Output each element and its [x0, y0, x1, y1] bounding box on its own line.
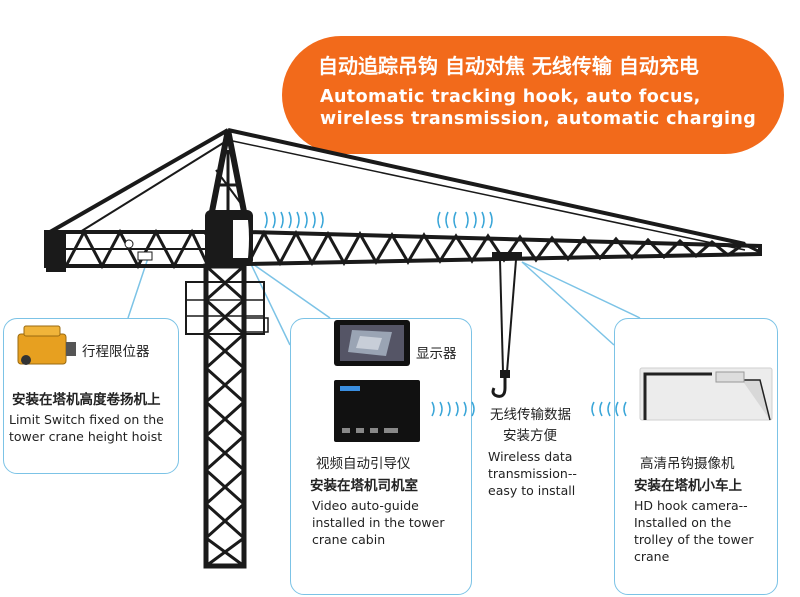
hook-camera-icon: [639, 367, 773, 421]
hook-camera-desc-line4: crane: [634, 549, 670, 564]
banner-title-en-line1: Automatic tracking hook, auto focus,: [320, 87, 701, 107]
video-guide-desc-line2: installed in the tower: [312, 515, 445, 530]
video-guide-unit-icon: [334, 380, 420, 442]
wireless-label-line1: 无线传输数据: [490, 407, 571, 423]
limit-switch-install-cn: 安装在塔机高度卷扬机上: [12, 392, 161, 408]
video-guide-desc-line3: crane cabin: [312, 532, 386, 547]
monitor-icon: [334, 320, 410, 366]
hook-camera-desc-line1: HD hook camera--: [634, 498, 748, 513]
limit-switch-desc-line1: Limit Switch fixed on the: [9, 412, 164, 427]
limit-switch-desc-line2: tower crane height hoist: [9, 429, 163, 444]
wireless-signal-icons: [264, 211, 627, 417]
wireless-label-line2: 安装方便: [503, 428, 557, 444]
hook-camera-install-cn: 安装在塔机小车上: [634, 478, 742, 494]
wireless-desc-line3: easy to install: [488, 483, 576, 498]
banner-title-en-line2: wireless transmission, automatic chargin…: [320, 109, 757, 129]
cabin-leader-1: [249, 261, 331, 319]
monitor-label: 显示器: [416, 346, 457, 362]
limit-switch-panel: [3, 318, 179, 474]
hook-camera-desc-line3: trolley of the tower: [634, 532, 754, 547]
feature-banner: [282, 36, 784, 154]
limit-switch-label: 行程限位器: [82, 344, 150, 360]
banner-title-en: Automatic tracking hook, auto focus, wir…: [320, 86, 756, 130]
banner-title-cn: 自动追踪吊钩 自动对焦 无线传输 自动充电: [318, 54, 699, 78]
trolley-leader-1: [521, 261, 615, 346]
video-guide-desc-line1: Video auto-guide: [312, 498, 419, 513]
wireless-desc-line2: transmission--: [488, 466, 577, 481]
hook-camera-panel: [614, 318, 778, 595]
video-guide-install-cn: 安装在塔机司机室: [310, 478, 418, 494]
wireless-desc-line1: Wireless data: [488, 449, 573, 464]
hook-camera-label: 高清吊钩摄像机: [640, 456, 735, 472]
trolley-leader-2: [521, 261, 641, 319]
hook-camera-desc-line2: Installed on the: [634, 515, 732, 530]
crane-hook-icon: [491, 378, 507, 398]
callout-lines: [127, 257, 641, 346]
video-guide-label: 视频自动引导仪: [316, 456, 411, 472]
limit-switch-device-icon: [17, 325, 76, 365]
cabin-leader-2: [249, 261, 291, 346]
crane-structure: [44, 128, 762, 569]
